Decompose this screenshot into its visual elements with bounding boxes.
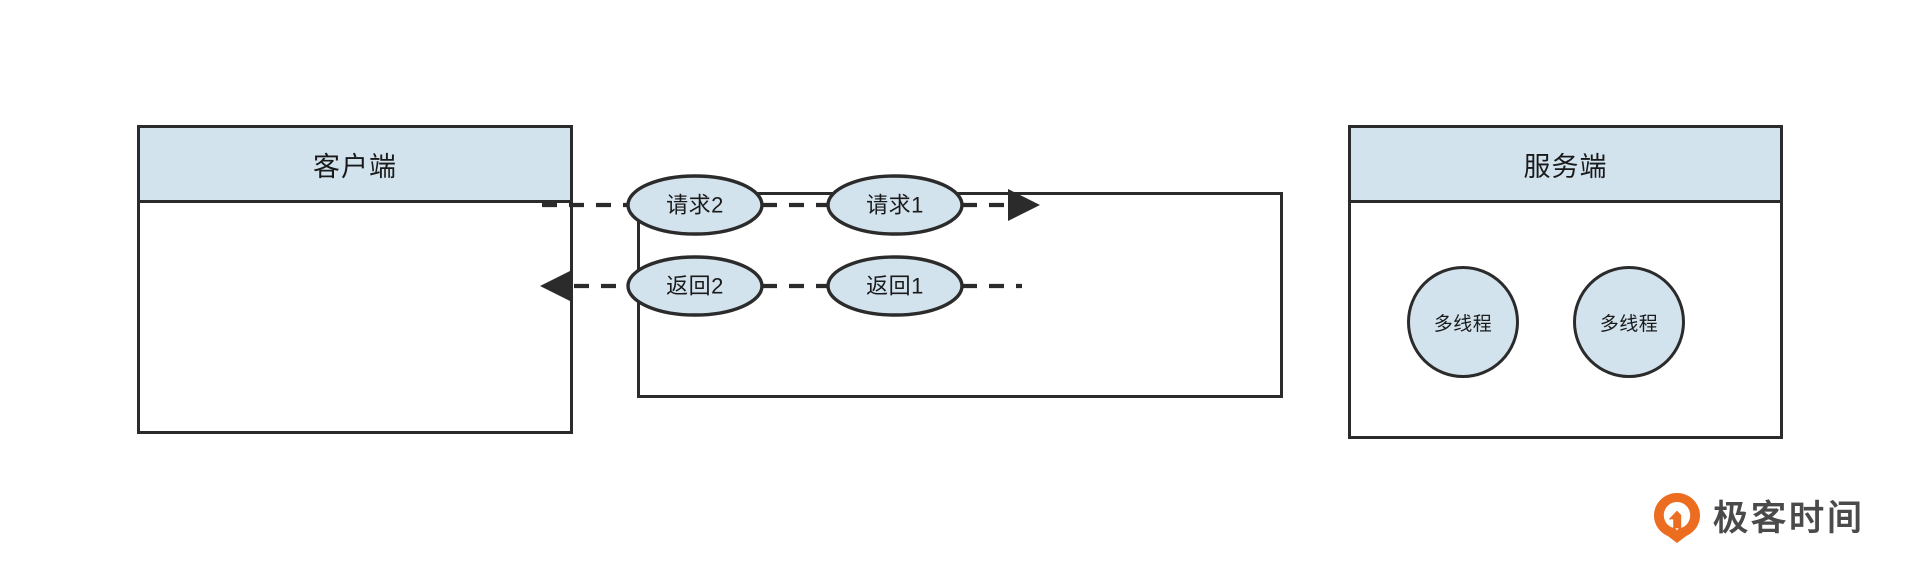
server-thread-circle-2-label: 多线程 xyxy=(1599,313,1659,335)
brand-logo-text: 极客时间 xyxy=(1713,498,1866,538)
server-panel-body: 多线程 多线程 xyxy=(1351,203,1780,436)
request-bubble-1: 请求1 xyxy=(826,174,964,236)
request-bubble-2-label: 请求2 xyxy=(666,193,724,218)
server-panel-title: 服务端 xyxy=(1523,151,1608,182)
server-panel-header: 服务端 xyxy=(1351,128,1780,203)
request-flow-row: 请求2 请求1 xyxy=(540,174,1040,236)
request-bubble-2-shape xyxy=(626,174,764,236)
geektime-pin-notch-right xyxy=(1677,502,1691,528)
response-bubble-2: 返回2 xyxy=(626,255,764,317)
request-flow-graphic: 请求2 请求1 xyxy=(542,174,1040,236)
geektime-pin-tail xyxy=(1675,528,1679,531)
server-thread-circle-1-label: 多线程 xyxy=(1433,313,1493,335)
geektime-pin-body xyxy=(1654,493,1700,543)
request-bubble-2: 请求2 xyxy=(626,174,764,236)
response-bubble-2-shape xyxy=(626,255,764,317)
client-panel-body xyxy=(140,203,570,431)
server-thread-circle-2: 多线程 xyxy=(1573,266,1685,378)
response-bubble-1: 返回1 xyxy=(826,255,964,317)
response-arrow-head-icon xyxy=(540,270,572,302)
client-panel: 客户端 xyxy=(137,125,573,434)
response-bubble-1-label: 返回1 xyxy=(866,274,924,299)
response-bubble-1-shape xyxy=(826,255,964,317)
server-panel: 服务端 多线程 多线程 xyxy=(1348,125,1783,439)
response-bubble-2-label: 返回2 xyxy=(666,274,724,299)
request-arrow-head-icon xyxy=(1008,189,1040,221)
client-panel-title: 客户端 xyxy=(313,151,397,182)
geektime-pin-notch-left xyxy=(1663,502,1677,528)
geektime-pin-icon xyxy=(1654,493,1700,543)
request-bubble-1-label: 请求1 xyxy=(866,193,924,218)
client-panel-header: 客户端 xyxy=(140,128,570,203)
request-bubble-1-shape xyxy=(826,174,964,236)
brand-logo: 极客时间 xyxy=(1653,492,1865,544)
response-flow-row: 返回2 返回1 xyxy=(530,255,1030,317)
response-flow-graphic: 返回2 返回1 xyxy=(540,255,1022,317)
server-thread-circle-1: 多线程 xyxy=(1407,266,1519,378)
